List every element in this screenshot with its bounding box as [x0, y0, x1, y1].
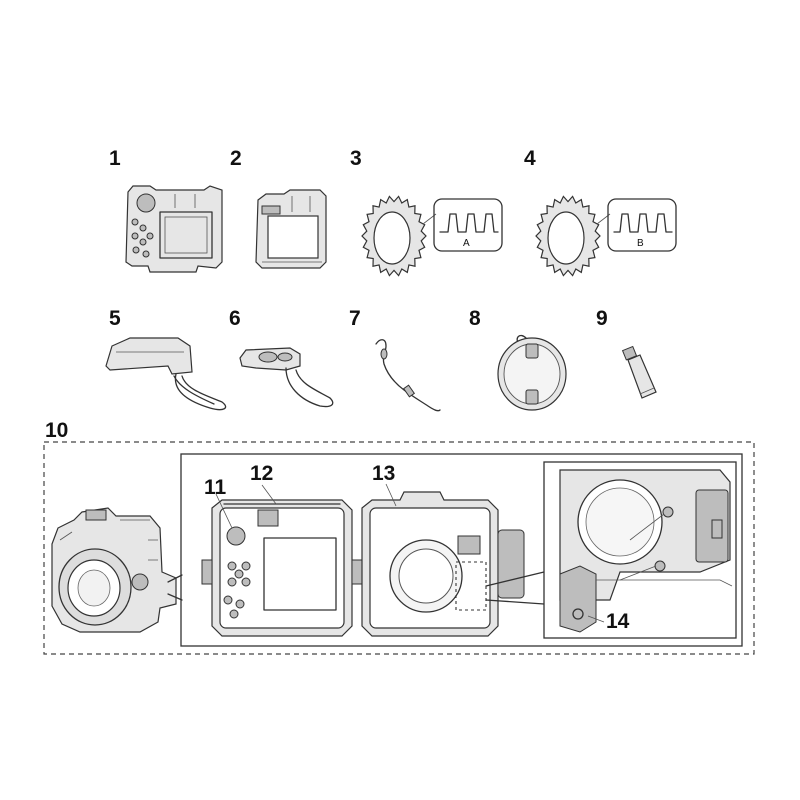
part-number-10: 10	[45, 419, 68, 442]
part-1-front-adapter-plate	[125, 185, 223, 273]
part-number-14: 14	[606, 610, 630, 633]
zoom-connector-lines	[485, 571, 545, 605]
housing-rear-half	[201, 499, 353, 637]
leader-line-11	[215, 493, 233, 529]
ring-3-callout-label: A	[463, 238, 470, 249]
part-number-8: 8	[469, 307, 481, 330]
leader-line-12	[261, 484, 277, 505]
part-number-12: 12	[250, 462, 273, 485]
opened-housing-panel	[180, 453, 743, 647]
part-number-9: 9	[596, 307, 608, 330]
part-6-small-cover	[239, 347, 334, 408]
part-7-lanyard	[375, 339, 441, 412]
leader-line-13	[385, 483, 397, 507]
part-number-11: 11	[204, 476, 227, 499]
part-8-lens-cap	[497, 334, 567, 411]
ring-4-callout-label: B	[637, 238, 644, 249]
part-9-grease-tube	[621, 345, 657, 399]
part-3-lens-ring-a: A	[361, 195, 503, 277]
part-number-2: 2	[230, 147, 242, 170]
part-number-7: 7	[349, 307, 361, 330]
part-2-rear-adapter-frame	[255, 189, 327, 269]
part-5-shoe-cover	[105, 337, 227, 411]
part-10-set-dashed-box	[43, 441, 755, 655]
part-number-13: 13	[372, 462, 395, 485]
part-number-1: 1	[109, 147, 121, 170]
leader-line-14	[587, 615, 605, 623]
part-number-3: 3	[350, 147, 362, 170]
part-number-6: 6	[229, 307, 241, 330]
part-11-shutter-button	[226, 526, 246, 546]
part-4-lens-ring-b: B	[535, 195, 677, 277]
part-number-4: 4	[524, 147, 536, 170]
housing-front-half	[351, 491, 525, 637]
zoom-inset-hinge-detail	[543, 461, 737, 639]
part-number-5: 5	[109, 307, 121, 330]
part-14-hinge-cover	[559, 565, 597, 633]
assembled-housing-illustration	[51, 507, 183, 633]
